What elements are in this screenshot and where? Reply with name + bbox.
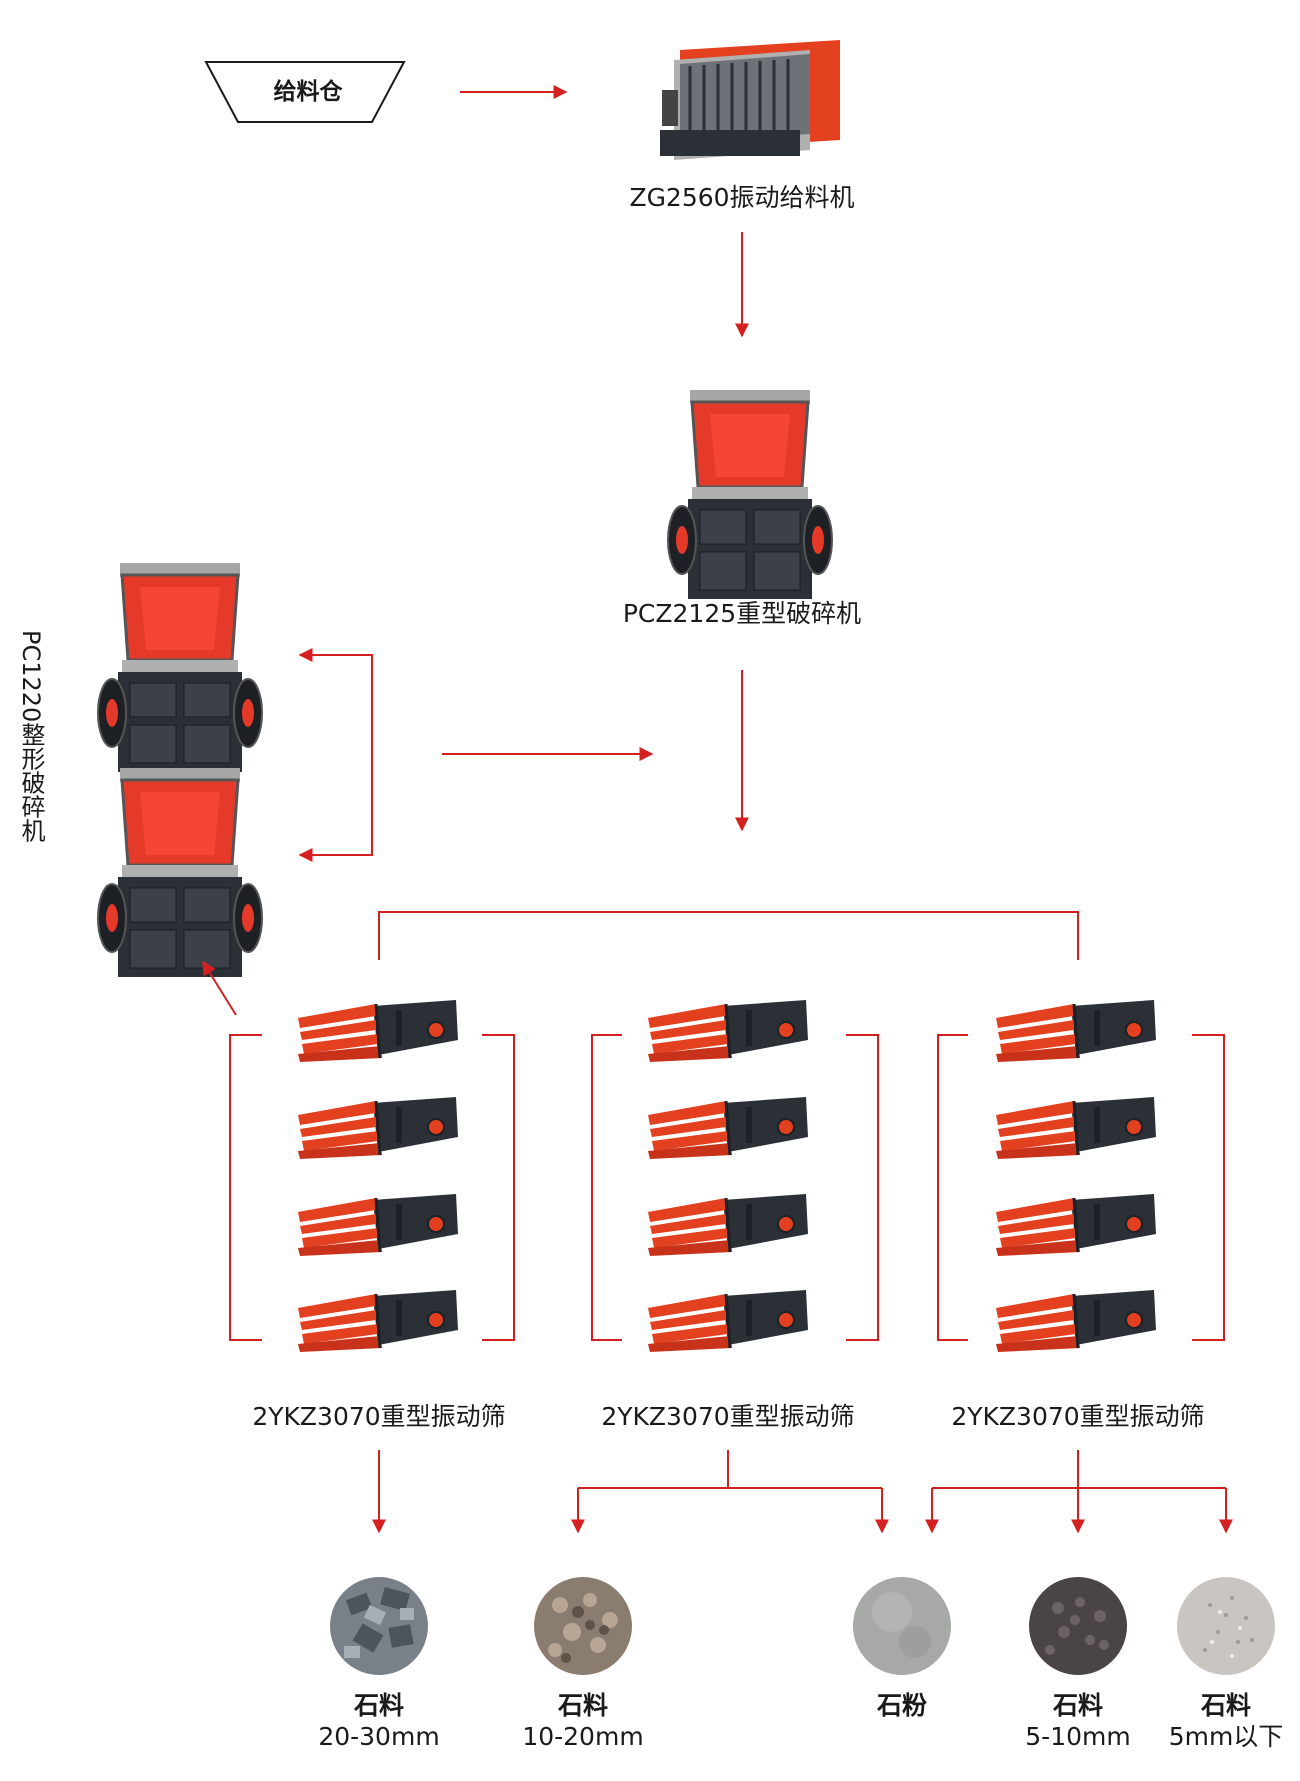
product-stone-powder-image — [853, 1577, 951, 1675]
product-label: 石粉 — [877, 1690, 927, 1721]
screen-label: 2YKZ3070重型振动筛 — [252, 1402, 506, 1431]
screen-label: 2YKZ3070重型振动筛 — [951, 1402, 1205, 1431]
screen-brackets — [229, 1034, 1225, 1341]
shaping-crusher-label: PC1220整形破碎机 — [17, 630, 45, 843]
screen-image — [646, 998, 810, 1064]
vibrating-feeder-image — [660, 40, 840, 160]
product-name: 石料 — [557, 1691, 609, 1720]
vibrating-feeder-label: ZG2560振动给料机 — [629, 183, 855, 212]
product-name: 石料 — [1200, 1691, 1251, 1720]
product-dark-gravel-image — [1029, 1577, 1127, 1675]
product-pebbles-image — [534, 1577, 632, 1675]
screen-image — [646, 1192, 810, 1258]
screen-image — [296, 998, 460, 1064]
screen-image — [994, 1192, 1158, 1258]
screen-image — [296, 1192, 460, 1258]
feed-bin-label: 给料仓 — [273, 79, 343, 105]
product-size: 10-20mm — [522, 1722, 644, 1751]
primary-crusher-image — [666, 388, 834, 601]
screen-return-line — [378, 911, 1079, 960]
product-fine-sand-image — [1177, 1577, 1275, 1675]
product-label: 石料 5mm以下 — [1169, 1690, 1284, 1752]
screen-image — [646, 1288, 810, 1354]
flow-arrows — [202, 85, 1233, 1534]
product-size: 5mm以下 — [1168, 1722, 1284, 1751]
feed-bin-hopper — [204, 61, 406, 123]
product-name: 石料 — [1052, 1691, 1104, 1720]
screen-image — [296, 1288, 460, 1354]
screen-image — [994, 1095, 1158, 1161]
product-label: 石料 5-10mm — [1025, 1690, 1130, 1752]
product-name: 石粉 — [876, 1691, 928, 1720]
product-label: 石料 10-20mm — [522, 1690, 643, 1752]
arrow-bracket-to-shaping — [300, 654, 373, 856]
product-name: 石料 — [353, 1691, 405, 1720]
screen-image — [646, 1095, 810, 1161]
product-size: 20-30mm — [318, 1722, 440, 1751]
screen-label: 2YKZ3070重型振动筛 — [601, 1402, 855, 1431]
primary-crusher-label: PCZ2125重型破碎机 — [622, 599, 862, 628]
arrow-screen-to-shaping — [202, 960, 237, 1016]
screen-image — [994, 998, 1158, 1064]
shaping-crusher-image-top — [96, 561, 264, 774]
product-label: 石料 20-30mm — [318, 1690, 439, 1752]
product-size: 5-10mm — [1025, 1722, 1131, 1751]
product-large-gravel-image — [330, 1577, 428, 1675]
screen-image — [296, 1095, 460, 1161]
screen-image — [994, 1288, 1158, 1354]
shaping-crusher-image-bottom — [96, 766, 264, 979]
